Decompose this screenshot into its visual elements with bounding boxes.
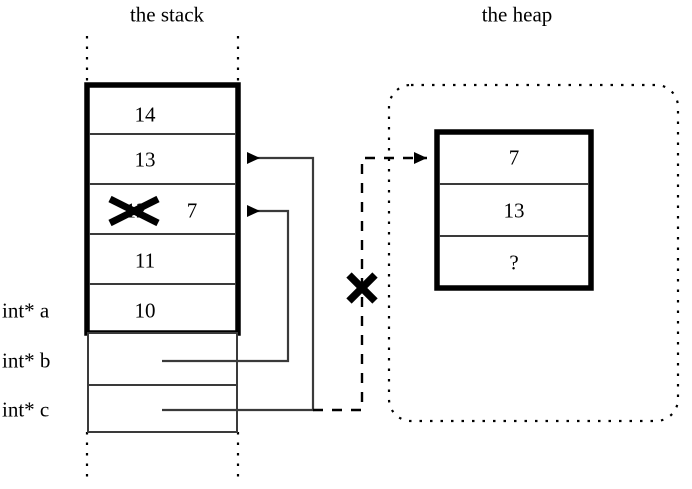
heap-region-outline: [387, 83, 680, 423]
stack-cell-value-1: 13: [134, 147, 156, 172]
variable-label-a: int* a: [2, 298, 50, 323]
stack-cell-value-2-new: 7: [186, 198, 198, 223]
stack-variable-block: [87, 332, 238, 433]
invalid-pointer-x-mark: [346, 272, 378, 304]
stack-cell-value-0: 14: [134, 102, 156, 127]
stack-frame-block: [84, 82, 241, 336]
heap-cell-value-1: 13: [503, 198, 525, 223]
struck-value-x-mark: [108, 195, 160, 227]
stack-cell-value-3: 11: [134, 248, 156, 273]
heap-block: [434, 129, 594, 291]
stack-cell-value-2-struck: 12: [125, 198, 147, 223]
stack-cell-value-4: 10: [134, 298, 156, 323]
variable-label-b: int* b: [2, 348, 51, 373]
variable-label-c: int* c: [2, 397, 50, 422]
heap-title: the heap: [481, 2, 553, 27]
heap-cell-value-0: 7: [508, 145, 520, 170]
stack-title: the stack: [129, 2, 205, 27]
pointer-line-b: [162, 205, 290, 363]
pointer-line-c-stale: [162, 152, 315, 412]
heap-cell-value-2: ?: [509, 250, 519, 275]
